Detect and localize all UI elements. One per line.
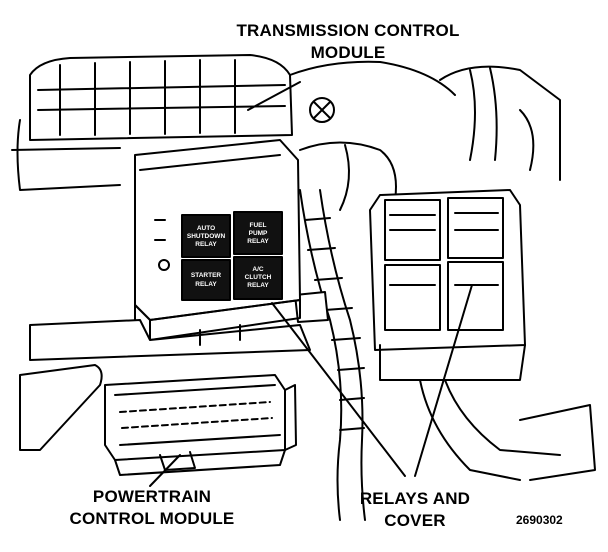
relay-label: SHUTDOWN (187, 233, 226, 240)
wiring-harness (294, 189, 596, 521)
lower-tray (19, 319, 311, 451)
callout-relays-line1: RELAYS AND (359, 489, 471, 508)
callout-pcm-line2: CONTROL MODULE (69, 509, 235, 528)
relay-bottom-right (233, 256, 283, 300)
relay-label: CLUTCH (245, 274, 272, 281)
relay-bottom-left (181, 259, 231, 301)
callout-relays-line2: COVER (384, 511, 446, 530)
leader-lines (149, 81, 473, 487)
callout-tcm-line1: TRANSMISSION CONTROL (236, 21, 460, 40)
relay-labels: AUTO SHUTDOWN RELAY FUEL PUMP RELAY STAR… (187, 222, 272, 289)
relay-label: FUEL (250, 222, 267, 229)
relay-label: PUMP (249, 230, 268, 237)
relay-label: A/C (252, 266, 264, 273)
callout-tcm-line2: MODULE (310, 43, 386, 62)
callout-relays-and-cover: RELAYS AND COVER (350, 488, 480, 532)
callout-pcm-line1: POWERTRAIN (92, 487, 212, 506)
relay-top-left (181, 214, 231, 258)
relay-label: STARTER (191, 272, 222, 279)
leader-relays-1 (271, 302, 406, 477)
relay-label: AUTO (197, 225, 215, 232)
pcm-connector (104, 374, 297, 476)
callout-powertrain-control-module: POWERTRAIN CONTROL MODULE (66, 486, 238, 530)
leader-tcm (247, 81, 301, 111)
figure-id: 2690302 (516, 513, 563, 527)
relay-top-right (233, 211, 283, 255)
leader-pcm (149, 454, 181, 487)
relay-label: RELAY (247, 282, 269, 289)
relay-fuse-box (369, 189, 526, 381)
relays (181, 211, 283, 301)
engine-intake-housing (11, 54, 561, 211)
relay-label: RELAY (247, 238, 269, 245)
relay-label: RELAY (195, 281, 217, 288)
relay-label: RELAY (195, 241, 217, 248)
leader-relays-2 (414, 284, 473, 477)
callout-transmission-control-module: TRANSMISSION CONTROL MODULE (222, 20, 474, 64)
